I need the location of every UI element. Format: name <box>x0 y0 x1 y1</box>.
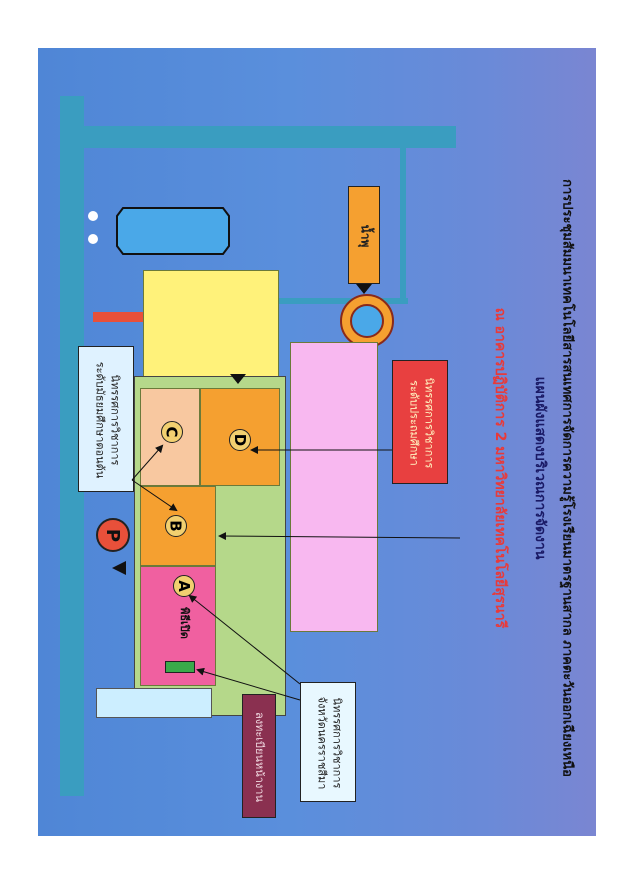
arrow-bottom-to-stage <box>196 667 301 701</box>
subtitle: แผนผังแสดงบริเวณการจัดงาน <box>532 376 548 560</box>
gate-marker-top <box>88 211 98 221</box>
fountain <box>340 294 394 348</box>
green-pointer <box>230 374 246 384</box>
fountain-label-box: น้ำพุ <box>348 186 380 284</box>
zone-a: A พิธีเปิด <box>140 566 216 686</box>
arrow-mid-to-c <box>131 444 164 481</box>
booth-label-mid: นิทรรศการวิชาการ ระดับมัธยมศึกษาตอนต้น <box>78 346 134 492</box>
arrow-mid-to-b <box>131 479 178 512</box>
zone-b: B <box>140 486 216 566</box>
road-top-right-branch <box>400 148 406 298</box>
red-bar <box>93 312 143 322</box>
zone-a-marker: A <box>173 575 195 597</box>
road-inner <box>248 298 408 304</box>
parking-pointer <box>112 561 126 575</box>
fountain-pointer <box>356 284 372 294</box>
zone-c-marker: C <box>161 421 183 443</box>
venue-text: ณ อาคารปฏิบัติการ 2 มหาวิทยาลัยเทคโนโลยี… <box>492 307 508 629</box>
zone-c: C <box>140 388 200 486</box>
booth-label-top: นิทรรศการวิชาการ ระดับประถมศึกษา <box>392 360 448 484</box>
booth-label-bottom: นิทรรศการวิชาการ จังหวัดนครราชสีมา <box>300 682 356 802</box>
fountain-water <box>350 304 384 338</box>
arrow-bottom-to-a <box>188 594 301 685</box>
zone-d: D <box>200 388 280 486</box>
zone-d-marker: D <box>229 429 251 451</box>
arrows-layer <box>131 444 461 701</box>
road-top-horizontal <box>60 126 456 148</box>
pink-building <box>290 342 378 632</box>
map-poster: น้ำพุ C D B A พิธีเปิด P นิทรรศการวิชากา… <box>38 48 596 836</box>
lightblue-building <box>96 688 212 718</box>
registration-label-box: ลงทะเบียนหน้างาน <box>242 694 276 818</box>
arrow-pink-to-green <box>218 532 461 541</box>
parking-marker: P <box>96 518 130 552</box>
main-title: การประชุมสัมมนาเทคโนโลยีสารสนเทศการจัดกา… <box>559 179 575 777</box>
hexagon-building <box>116 207 230 255</box>
stage-bar <box>165 661 195 673</box>
zone-b-marker: B <box>165 515 187 537</box>
gate-marker-bottom <box>88 234 98 244</box>
